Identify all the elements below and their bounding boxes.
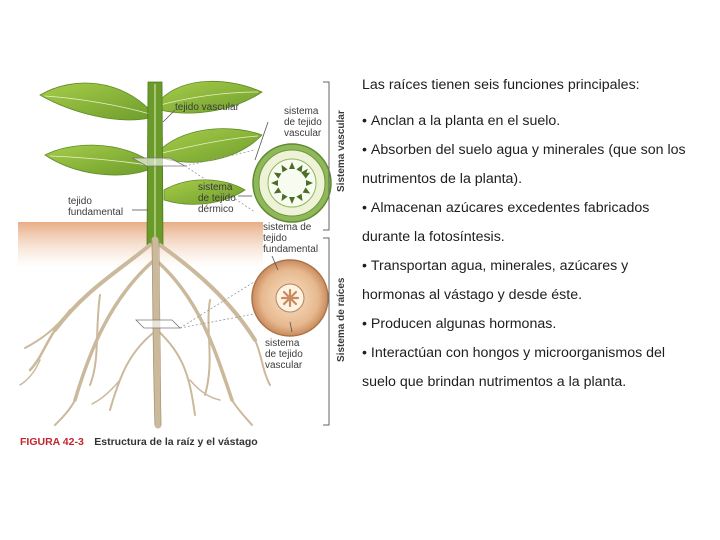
caption-number: FIGURA 42-3: [20, 436, 84, 448]
functions-text-panel: Las raíces tienen seis funciones princip…: [362, 76, 692, 397]
list-item: Producen algunas hormonas.: [362, 310, 692, 339]
stem-cross-section: [252, 143, 332, 223]
intro-text: Las raíces tienen seis funciones princip…: [362, 77, 640, 93]
figure-caption: FIGURA 42-3 Estructura de la raíz y el v…: [20, 432, 258, 449]
leaf-top-right: [159, 80, 263, 114]
label-sistema-tejido-vascular-bottom: sistema de tejido vascular: [265, 338, 306, 371]
caption-text: Estructura de la raíz y el vástago: [94, 436, 257, 448]
vascular-bundles: [271, 162, 313, 204]
list-item: Absorben del suelo agua y minerales (que…: [362, 136, 692, 194]
leaf-veins: [44, 91, 259, 166]
root-cross-section: [251, 259, 329, 337]
label-sistema-de-raices: Sistema de raíces: [336, 277, 347, 362]
list-item: Transportan agua, minerales, azúcares y …: [362, 252, 692, 310]
soil-layer: [18, 222, 263, 268]
root-cut-plane: [135, 319, 181, 329]
list-item: Interactúan con hongos y microorganismos…: [362, 339, 692, 397]
label-sistema-tejido-fundamental: sistema de tejido fundamental: [263, 222, 318, 255]
root-xylem-cross: [280, 288, 300, 308]
label-sistema-tejido-vascular-top: sistema de tejido vascular: [284, 106, 325, 139]
root-outline: [151, 239, 162, 426]
leader-lines: [132, 109, 293, 333]
label-sistema-tejido-dermico: sistema de tejido dérmico: [198, 182, 239, 215]
label-tejido-fundamental: tejido fundamental: [68, 196, 123, 218]
leaf-low-right: [163, 179, 246, 205]
functions-list: Anclan a la planta en el suelo. Absorben…: [362, 107, 692, 397]
system-brackets: [323, 81, 330, 426]
list-item: Anclan a la planta en el suelo.: [362, 107, 692, 136]
root-system: [19, 236, 271, 429]
leaf-mid-left: [44, 144, 149, 176]
leaf-mid-right: [161, 128, 263, 163]
label-sistema-vascular: Sistema vascular: [336, 110, 347, 192]
list-item: Almacenan azúcares excedentes fabricados…: [362, 194, 692, 252]
label-tejido-vascular: tejido vascular: [175, 102, 240, 113]
